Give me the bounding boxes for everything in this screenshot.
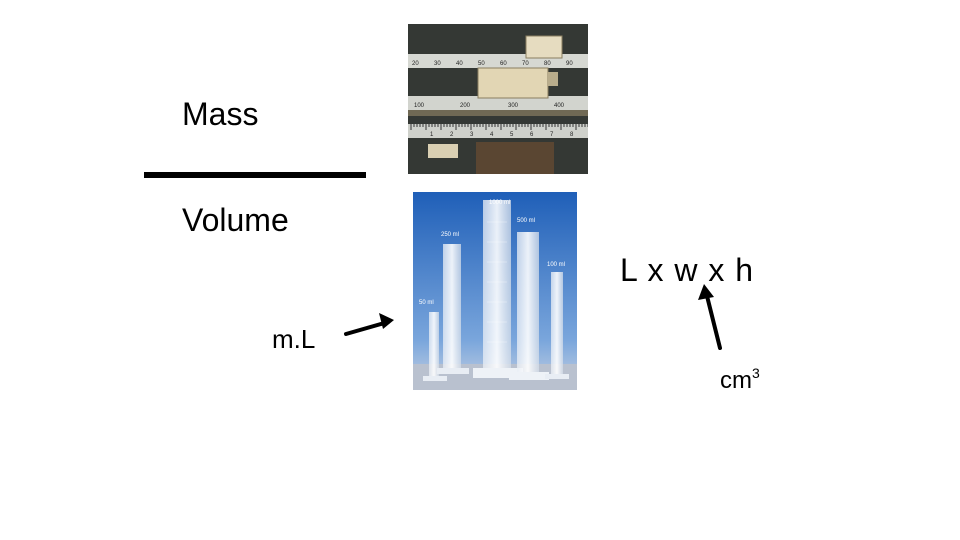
unit-milliliters: m.L — [272, 324, 316, 354]
bottom-beam-mark: 1 — [430, 132, 434, 138]
bottom-beam-mark: 5 — [510, 132, 514, 138]
arrow-to-formula — [704, 290, 722, 350]
cylinder-label: 1000 ml — [489, 200, 510, 206]
middle-beam-mark: 400 — [554, 103, 565, 109]
bottom-beam-mark: 4 — [490, 132, 494, 138]
arrow-head-icon — [698, 284, 714, 300]
pan-block — [476, 142, 554, 174]
cylinder-1000ml — [483, 200, 511, 372]
cylinder-250ml — [443, 244, 461, 370]
top-beam-mark: 90 — [566, 61, 573, 67]
top-beam-mark: 80 — [544, 61, 551, 67]
top-beam-mark: 30 — [434, 61, 441, 67]
middle-beam-mark: 200 — [460, 103, 471, 109]
denominator-volume: Volume — [182, 202, 289, 238]
middle-beam — [408, 96, 588, 110]
arrow-to-cylinders — [344, 320, 390, 336]
unit-cubic-centimeters: cm3 — [720, 366, 760, 393]
unit-base: cm — [720, 367, 752, 394]
cylinder-label: 100 ml — [547, 262, 565, 268]
bottom-beam-mark: 8 — [570, 132, 574, 138]
bottom-beam-mark: 3 — [470, 132, 474, 138]
fraction-bar — [144, 172, 366, 178]
cylinder-50ml — [429, 312, 439, 378]
middle-beam-mark: 100 — [414, 103, 425, 109]
bottom-beam-mark: 2 — [450, 132, 454, 138]
top-beam-mark: 60 — [500, 61, 507, 67]
middle-beam-mark: 300 — [508, 103, 519, 109]
cylinder-label: 250 ml — [441, 232, 459, 238]
bottom-beam-mark: 6 — [530, 132, 534, 138]
graduated-cylinders-photo: 1000 ml 500 ml 250 ml 100 ml 50 ml — [413, 192, 577, 390]
balance-illustration: 20 30 40 50 60 70 80 90 100 200 300 400 … — [408, 24, 588, 174]
middle-rider — [477, 67, 549, 99]
volume-formula: L x w x h — [620, 252, 755, 288]
unit-exponent: 3 — [752, 365, 760, 381]
top-rider — [525, 35, 563, 59]
top-beam-mark: 70 — [522, 61, 529, 67]
top-beam-mark: 40 — [456, 61, 463, 67]
bottom-beam-mark: 7 — [550, 132, 554, 138]
cylinder-label: 50 ml — [419, 300, 434, 306]
top-beam-mark: 20 — [412, 61, 419, 67]
numerator-mass: Mass — [182, 96, 259, 132]
bottom-beam — [408, 124, 588, 138]
triple-beam-balance-photo: 20 30 40 50 60 70 80 90 100 200 300 400 … — [408, 24, 588, 174]
cylinders-illustration: 1000 ml 500 ml 250 ml 100 ml 50 ml — [413, 192, 577, 390]
arrow-head-icon — [379, 313, 394, 329]
cylinder-500ml — [517, 232, 539, 374]
top-beam-mark: 50 — [478, 61, 485, 67]
cylinder-label: 500 ml — [517, 218, 535, 224]
cylinder-100ml — [551, 272, 563, 376]
